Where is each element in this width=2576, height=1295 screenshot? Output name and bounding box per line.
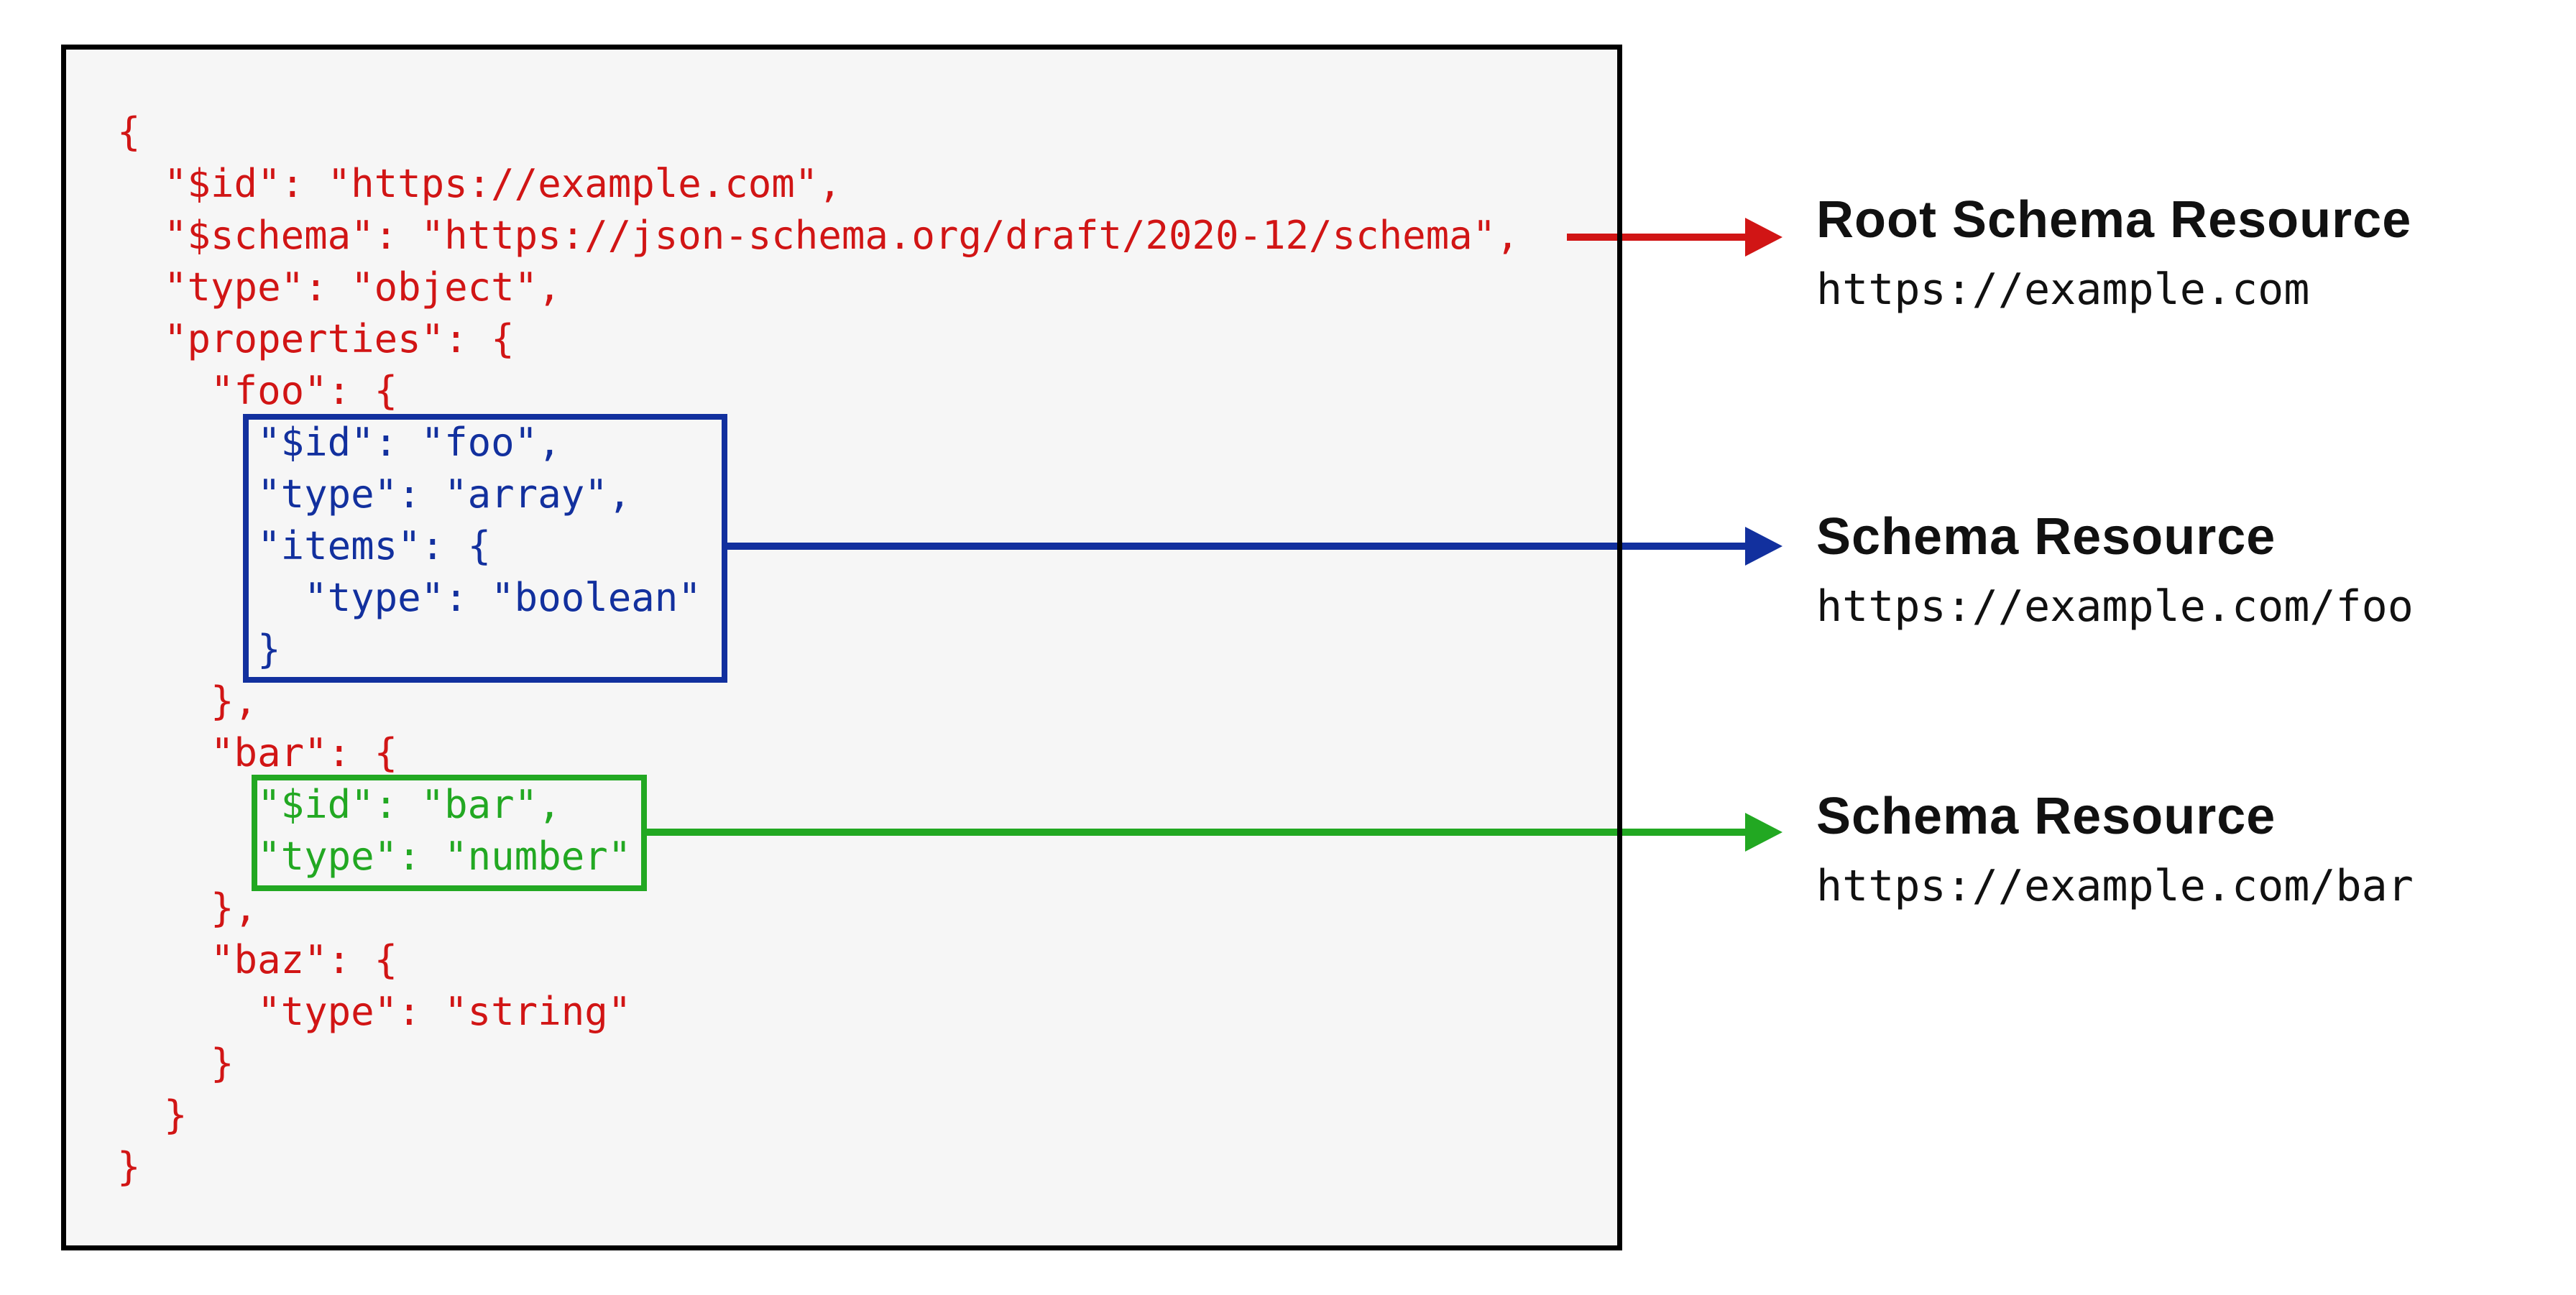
annotation-title: Schema Resource bbox=[1816, 788, 2276, 845]
code-line: "type": "string" bbox=[117, 989, 632, 1034]
code-line: "bar": { bbox=[117, 730, 398, 775]
annotation-url: https://example.com/foo bbox=[1816, 581, 2414, 632]
code-line: "$id": "bar", bbox=[117, 782, 561, 827]
code-line: } bbox=[117, 1041, 234, 1086]
code-line: "baz": { bbox=[117, 937, 398, 982]
bar-schema-resource-box bbox=[252, 775, 647, 891]
code-line: "type": "boolean" bbox=[117, 575, 702, 620]
root-schema-arrowhead-icon bbox=[1745, 218, 1782, 257]
annotation-title: Schema Resource bbox=[1816, 508, 2276, 566]
code-line: "type": "number" bbox=[117, 834, 632, 879]
code-line: "items": { bbox=[117, 523, 492, 568]
json-schema-code: { "$id": "https://example.com", "$schema… bbox=[117, 106, 1519, 1193]
code-line: } bbox=[117, 627, 281, 672]
code-line: { bbox=[117, 109, 141, 155]
annotation-url: https://example.com/bar bbox=[1816, 861, 2414, 911]
foo-schema-arrow-line bbox=[727, 543, 1745, 550]
code-line: "$schema": "https://json-schema.org/draf… bbox=[117, 213, 1519, 258]
code-line: "type": "array", bbox=[117, 471, 632, 517]
code-line: "foo": { bbox=[117, 368, 398, 413]
code-line: "properties": { bbox=[117, 316, 515, 361]
code-line: "$id": "https://example.com", bbox=[117, 161, 842, 206]
code-line: }, bbox=[117, 885, 258, 931]
annotation-url: https://example.com bbox=[1816, 264, 2310, 315]
annotation-root-schema-resource: Root Schema Resource https://example.com bbox=[1816, 190, 2411, 315]
code-line: "$id": "foo", bbox=[117, 420, 561, 465]
code-line: } bbox=[117, 1144, 141, 1189]
foo-schema-resource-box bbox=[243, 414, 727, 683]
code-line: }, bbox=[117, 678, 258, 724]
annotation-foo-schema-resource: Schema Resource https://example.com/foo bbox=[1816, 507, 2414, 632]
panel-right-border bbox=[1617, 45, 1622, 1250]
bar-schema-arrow-line bbox=[641, 829, 1745, 836]
annotation-title: Root Schema Resource bbox=[1816, 191, 2412, 249]
schema-code-panel bbox=[61, 45, 1622, 1250]
bar-schema-arrowhead-icon bbox=[1745, 813, 1782, 852]
annotation-bar-schema-resource: Schema Resource https://example.com/bar bbox=[1816, 786, 2414, 911]
code-line: "type": "object", bbox=[117, 264, 561, 310]
code-line: } bbox=[117, 1092, 188, 1138]
root-schema-arrow-line bbox=[1567, 234, 1745, 241]
foo-schema-arrowhead-icon bbox=[1745, 527, 1782, 566]
